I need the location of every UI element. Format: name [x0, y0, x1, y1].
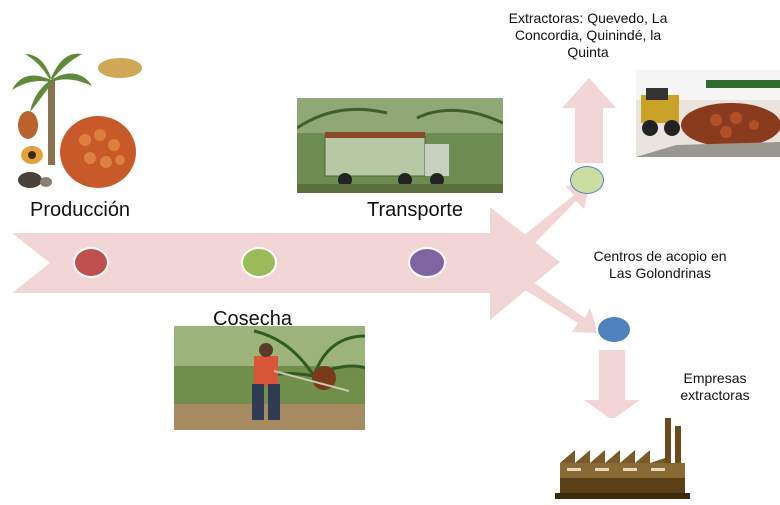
factory-illustration — [555, 418, 690, 504]
produccion-label: Producción — [30, 199, 131, 221]
main-chevron-arrow — [12, 207, 560, 320]
transporte-photo — [297, 98, 503, 193]
cosecha-photo — [174, 326, 365, 430]
centros-dot — [596, 315, 632, 344]
centros-label: Centros de acopio en Las Golondrinas — [593, 248, 727, 281]
empresas-label: Empresas extractoras — [680, 370, 750, 403]
extractoras-label: Extractoras: Quevedo, La Concordia, Quin… — [508, 10, 668, 60]
branch-arrow-up — [518, 184, 590, 250]
arrow-up-to-extractoras — [562, 78, 616, 163]
arrow-down-to-empresas — [584, 350, 640, 420]
transporte-dot — [408, 247, 446, 278]
produccion-dot — [73, 247, 109, 278]
branch-arrow-down — [525, 280, 598, 333]
palm-illustration — [10, 50, 145, 195]
transporte-label: Transporte — [367, 199, 463, 221]
extractoras-dot — [570, 166, 604, 194]
extractoras-photo — [636, 70, 780, 157]
cosecha-label: Cosecha — [213, 308, 292, 330]
cosecha-dot — [241, 247, 277, 278]
